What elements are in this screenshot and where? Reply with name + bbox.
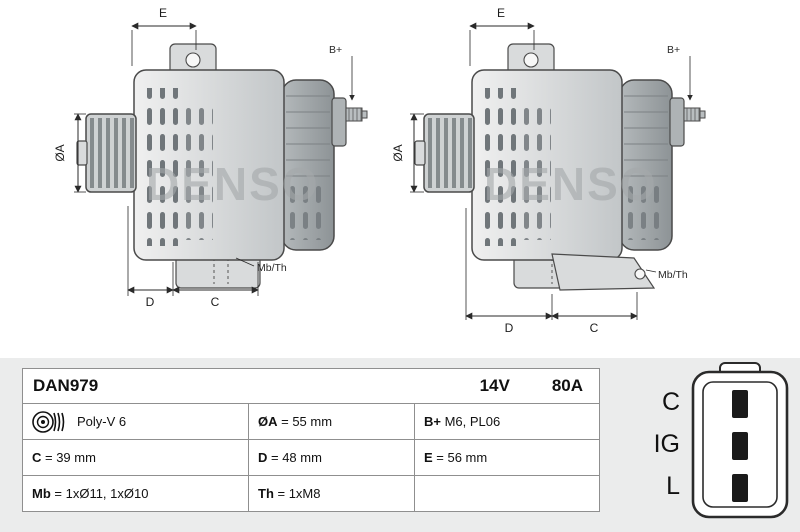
spec-table: DAN979 14V 80A	[22, 368, 600, 512]
current-value: 80A	[551, 376, 583, 395]
alternator-view-right	[414, 43, 706, 289]
annotations-left: E B+ ØA Mb/Th D C	[53, 6, 355, 309]
spec-cell-pulley: Poly-V 6	[22, 403, 249, 440]
spec-cell-e: E = 56 mm	[414, 439, 600, 476]
spec-cell-bplus: B+ M6, PL06	[414, 403, 600, 440]
pulley-type: Poly-V 6	[77, 414, 127, 429]
pulley-icon	[32, 410, 65, 433]
pin-l	[732, 474, 748, 502]
dim-e-label: E	[159, 6, 167, 20]
dim-e-label: E	[497, 6, 505, 20]
mbth-label: Mb/Th	[658, 269, 688, 281]
dim-c-label: C	[590, 321, 599, 335]
mbth-label: Mb/Th	[257, 262, 287, 274]
connector-pin-label-l: L	[666, 472, 680, 500]
spec-panel: DAN979 14V 80A	[0, 358, 800, 532]
pin-ig	[732, 432, 748, 460]
spec-cell-mb: Mb = 1xØ11, 1xØ10	[22, 475, 249, 512]
connector-diagram: C IG L	[642, 360, 798, 530]
dim-oa-label: ØA	[53, 144, 67, 161]
spec-cell-empty	[414, 475, 600, 512]
connector-plug	[691, 362, 789, 519]
dim-oa-label: ØA	[391, 144, 405, 161]
pin-c	[732, 390, 748, 418]
bplus-label: B+	[667, 44, 680, 56]
dim-d-label: D	[146, 295, 155, 309]
voltage-value: 14V	[479, 376, 510, 395]
spec-cell-d: D = 48 mm	[248, 439, 415, 476]
alternator-view-left	[76, 43, 368, 289]
rear-mount-arm	[551, 253, 656, 291]
spec-cell-th: Th = 1xM8	[248, 475, 415, 512]
product-code: DAN979	[33, 376, 99, 395]
connector-pin-label-ig: IG	[653, 430, 680, 458]
annotations-right: E B+ ØA Mb/Th D C	[391, 6, 693, 335]
alternator-drawing-area: DENSO E B+	[53, 6, 706, 335]
connector-pin-label-c: C	[661, 388, 680, 416]
spec-cell-c: C = 39 mm	[22, 439, 249, 476]
dim-c-label: C	[211, 295, 220, 309]
bplus-label: B+	[329, 44, 342, 56]
spec-table-header: DAN979 14V 80A	[22, 368, 600, 404]
dim-d-label: D	[505, 321, 514, 335]
spec-cell-oa: ØA = 55 mm	[248, 403, 415, 440]
alternator-drawing: DENSO E B+	[53, 6, 706, 335]
